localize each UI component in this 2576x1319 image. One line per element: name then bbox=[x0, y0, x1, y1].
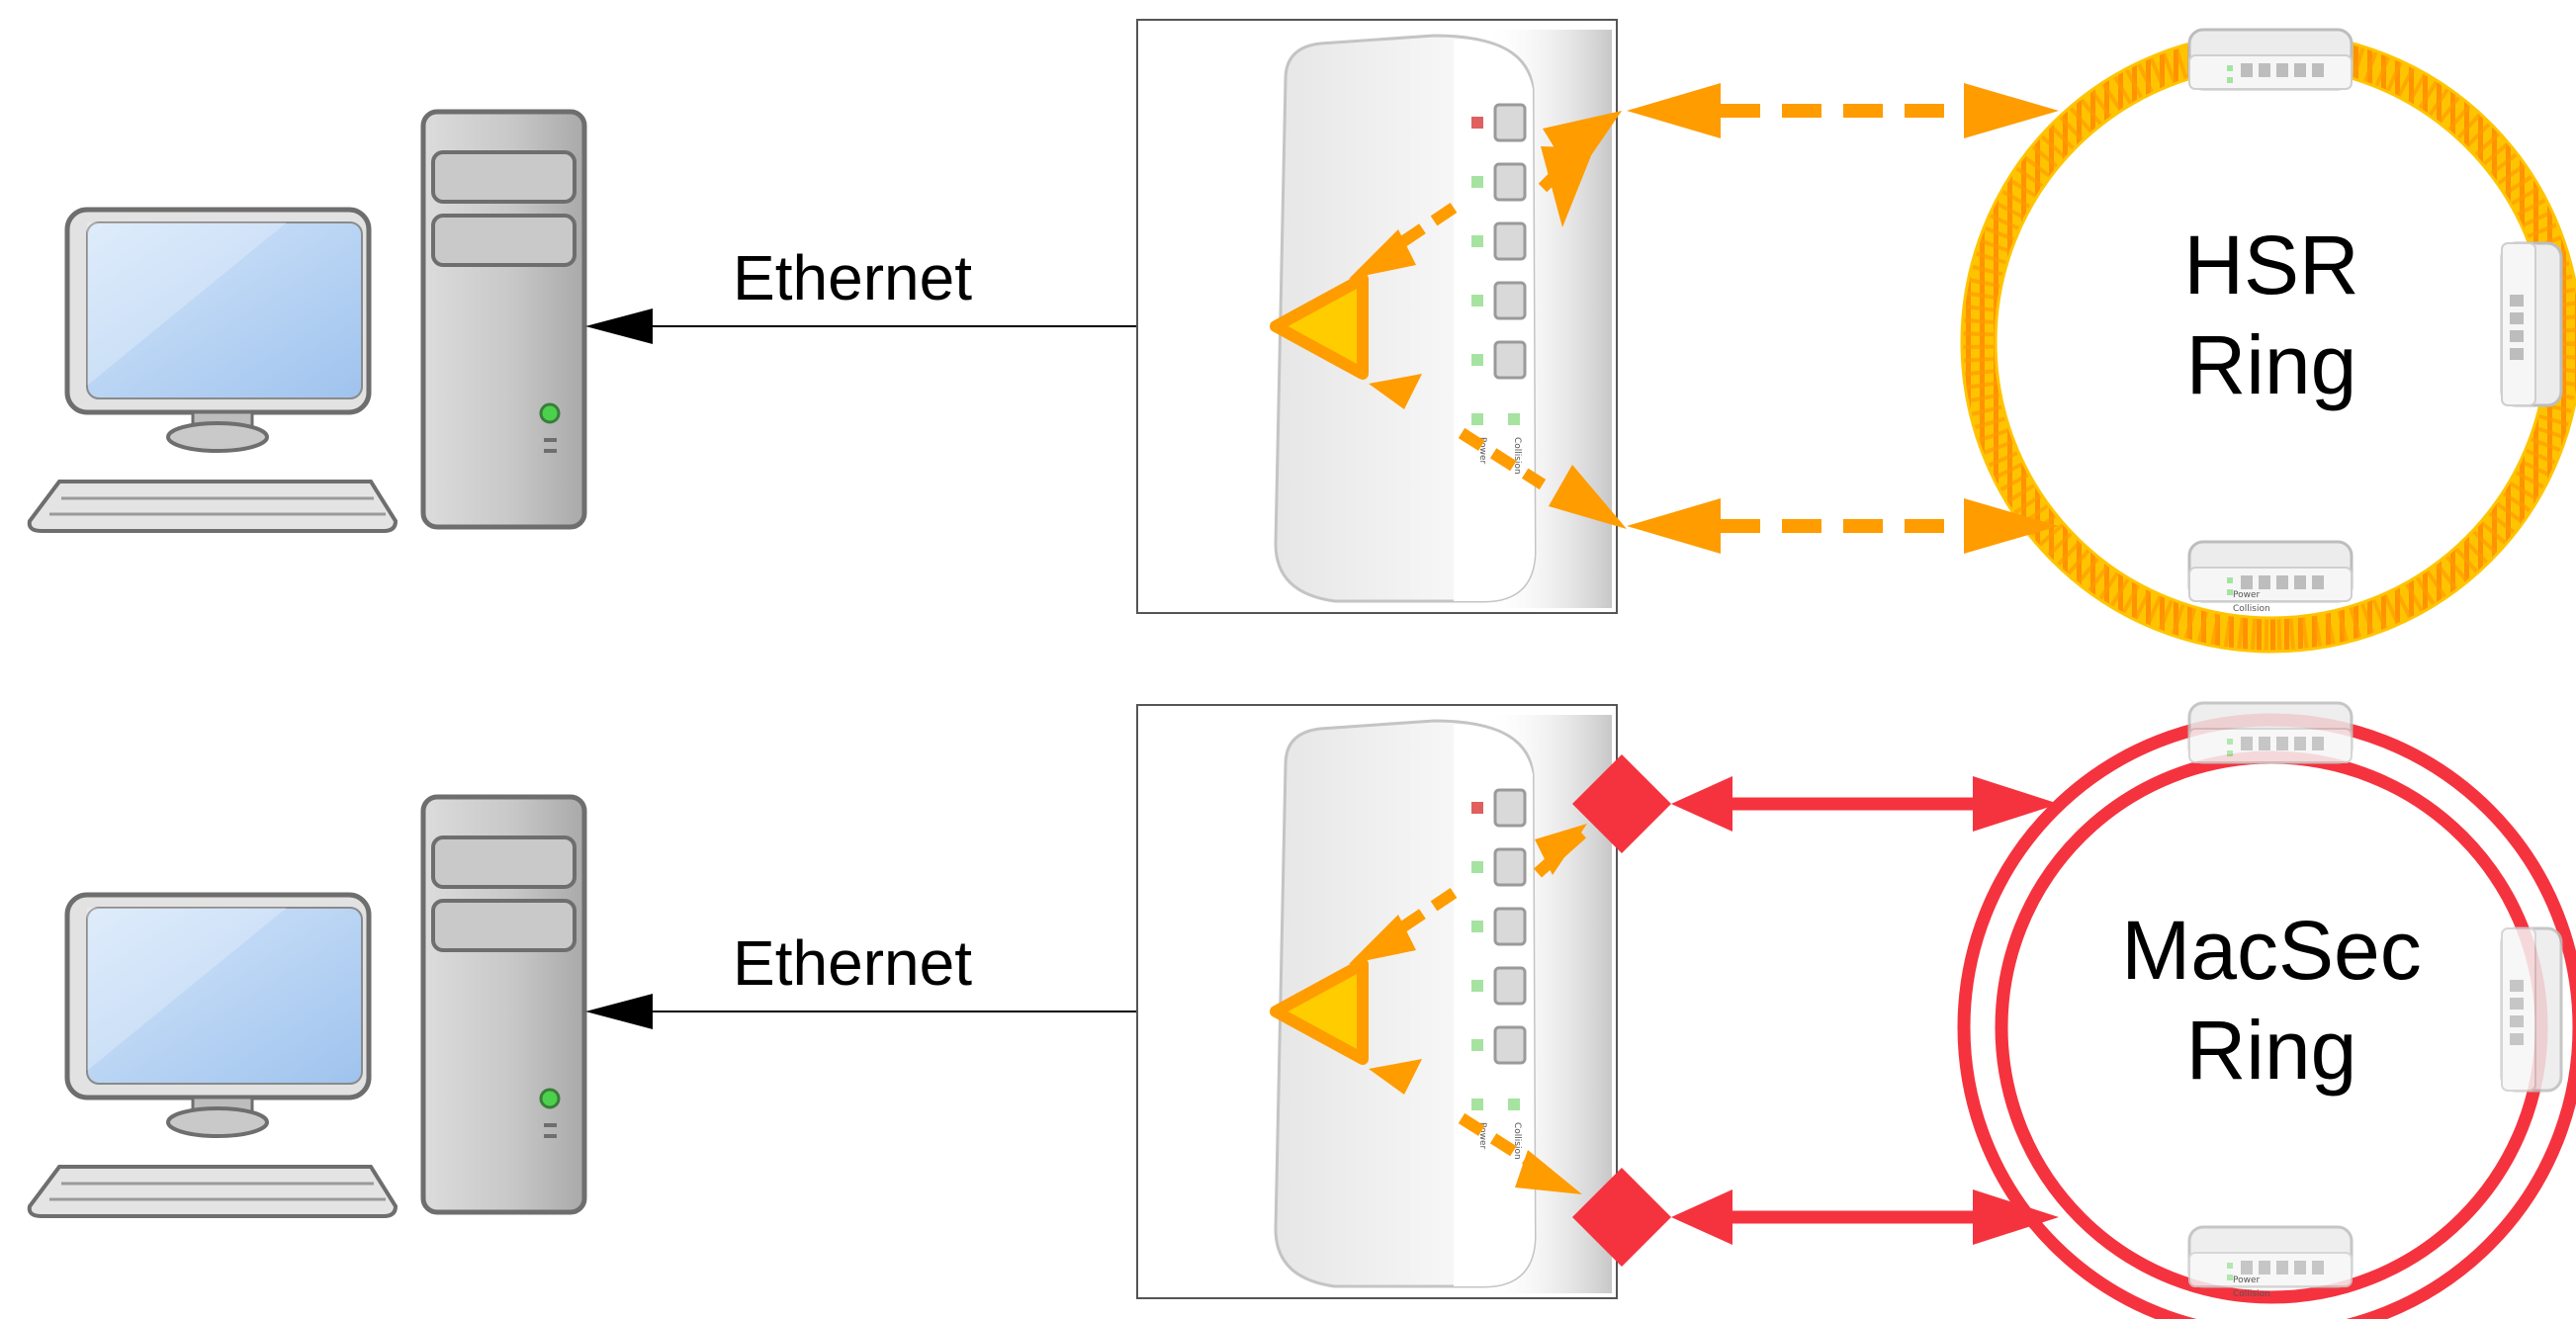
ring-node-bottom bbox=[2187, 540, 2354, 603]
ring-node-power-label: Power bbox=[2233, 1275, 2261, 1285]
hsr-frame-paths bbox=[1349, 824, 1587, 1194]
switch-power-label: Power bbox=[1477, 437, 1487, 465]
ethernet-label: Ethernet bbox=[733, 927, 972, 999]
ring-node-top bbox=[2187, 28, 2354, 91]
redbox-triangle-icon bbox=[1270, 273, 1369, 380]
macsec-ring-label-line2: Ring bbox=[2186, 1004, 2357, 1097]
ring-node-bottom bbox=[2187, 1225, 2354, 1288]
network-switch-icon bbox=[1135, 18, 1619, 615]
switch-power-label: Power bbox=[1477, 1122, 1487, 1150]
redbox-triangle-icon bbox=[1270, 958, 1369, 1065]
switch-collision-label: Collision bbox=[1512, 437, 1522, 475]
macsec-diamond-icon bbox=[1572, 754, 1671, 853]
macsec-ring-label-line1: MacSec bbox=[2121, 904, 2421, 997]
macsec-row: Ethernet Power Collision Power Collision… bbox=[30, 701, 2576, 1319]
ring-node-collision-label: Collision bbox=[2233, 604, 2270, 614]
switch-collision-label: Collision bbox=[1512, 1122, 1522, 1160]
ring-node-right bbox=[2500, 926, 2563, 1093]
hsr-row: Ethernet Power Collision Power Collision… bbox=[30, 18, 2576, 654]
ring-node-power-label: Power bbox=[2233, 590, 2261, 600]
desktop-computer-icon bbox=[30, 112, 584, 531]
ring-node-right bbox=[2500, 241, 2563, 407]
desktop-computer-icon bbox=[30, 797, 584, 1216]
network-switch-icon bbox=[1135, 703, 1619, 1300]
hsr-ring-label-line2: Ring bbox=[2186, 318, 2357, 411]
ring-node-collision-label: Collision bbox=[2233, 1289, 2270, 1299]
macsec-diamond-icon bbox=[1572, 1168, 1671, 1267]
ring-node-top bbox=[2187, 701, 2354, 764]
ethernet-label: Ethernet bbox=[733, 242, 972, 313]
macsec-links bbox=[1572, 754, 2059, 1267]
hsr-frame-paths bbox=[1349, 83, 2059, 554]
hsr-ring-label-line1: HSR bbox=[2183, 219, 2358, 311]
